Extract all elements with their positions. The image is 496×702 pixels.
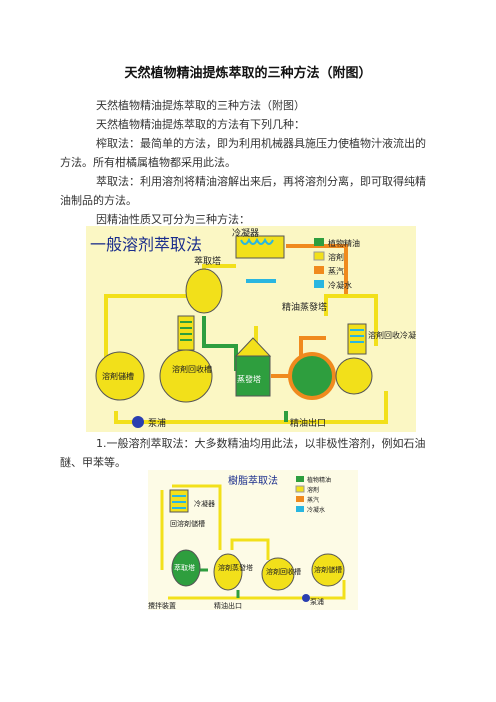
paragraph-4: 萃取法：利用溶剂将精油溶解出来后，再将溶剂分离，即可取得纯精油制品的方法。: [60, 175, 426, 207]
d2-legend-oil: 植物精油: [307, 476, 331, 484]
d2-label-extraction-tower: 萃取塔: [174, 563, 195, 572]
pump-1: [132, 416, 144, 428]
solvent-recovery-1: [159, 349, 213, 403]
d2-label-solvent-recovery: 溶剤回收槽: [266, 567, 301, 576]
d2-legend-solvent: 溶剤: [307, 486, 319, 494]
legend-oil: 植物精油: [328, 238, 360, 248]
d2-label-oil-outlet: 精油出口: [214, 601, 242, 610]
label-condenser: 冷凝器: [232, 227, 259, 239]
d2-solvent-recovery: [261, 557, 295, 591]
d2-label-solvent-evaporator: 溶剤蒸發塔: [218, 563, 253, 572]
diagram-general-solvent-extraction: 一般溶剂萃取法 冷凝器 萃取塔 溶剤儲槽 溶剤回收槽 蒸發塔 精油蒸發塔 溶剤回…: [86, 226, 416, 432]
legend-cooling-water: 冷凝水: [328, 280, 352, 290]
diagram1-legend: 植物精油 溶剤 蒸汽 冷凝水: [313, 238, 360, 290]
paragraph-5: 因精油性质又可分为三种方法：: [96, 213, 250, 226]
d2-solvent-evaporator: [213, 553, 243, 591]
document-title: 天然植物精油提炼萃取的三种方法（附图）: [124, 66, 372, 81]
d2-label-solvent-storage-tank: 溶剤儲槽: [314, 565, 342, 574]
caption-1: 1.一般溶剂萃取法：大多数精油均用此法，以非极性溶剂，例如石油醚、甲苯等。: [60, 437, 426, 469]
d2-label-stirrer: 攪拌裝置: [148, 601, 176, 610]
legend-steam: 蒸汽: [328, 266, 344, 276]
legend-solvent: 溶剤: [328, 252, 344, 262]
diagram1-title: 一般溶剂萃取法: [90, 235, 202, 254]
d2-label-solvent-storage: 回溶剤儲槽: [170, 519, 205, 528]
d2-legend-steam: 蒸汽: [307, 496, 319, 504]
d2-pump: [302, 594, 310, 602]
paragraph-3: 榨取法：最简单的方法，即为利用机械器具施压力使植物汁液流出的方法。所有柑橘属植物…: [60, 137, 426, 169]
label-evaporation-tower: 蒸發塔: [237, 374, 261, 384]
d2-legend-cooling-water: 冷凝水: [307, 506, 325, 514]
solvent-recovery-condenser: [335, 357, 373, 395]
d2-solvent-storage-tank: [311, 553, 345, 587]
d2-label-condenser: 冷凝器: [194, 499, 215, 508]
label-extraction-tower: 萃取塔: [194, 255, 221, 267]
d2-label-pump: 泵浦: [310, 597, 324, 606]
label-solvent-storage: 溶剤儲槽: [102, 371, 134, 381]
oil-evaporation-tower: [288, 352, 336, 400]
label-pump: 泵浦: [148, 417, 166, 429]
diagram2-legend: 植物精油 溶剤 蒸汽 冷凝水: [295, 476, 331, 514]
d2-extraction-tower: [171, 549, 201, 587]
paragraph-2: 天然植物精油提炼萃取的方法有下列几种：: [96, 118, 305, 131]
diagram-resin-extraction: 樹脂萃取法 冷凝器 回溶剤儲槽 萃取塔 濾網 溶剤蒸發塔 溶剤回收槽 溶剤儲槽 …: [148, 470, 358, 610]
paragraph-1: 天然植物精油提炼萃取的三种方法（附图）: [96, 99, 305, 112]
label-solvent-recovery-condenser: 溶剤回收冷凝塔: [368, 330, 416, 340]
label-solvent-recovery: 溶剤回收槽: [172, 364, 212, 374]
evaporation-tower-1: [235, 355, 271, 397]
label-oil-evaporation-tower: 精油蒸發塔: [282, 301, 327, 313]
condenser-1: [235, 235, 285, 259]
solvent-storage-1: [95, 351, 145, 401]
diagram2-title: 樹脂萃取法: [228, 474, 278, 487]
label-oil-outlet: 精油出口: [290, 417, 326, 429]
extraction-tower-1: [185, 268, 223, 314]
